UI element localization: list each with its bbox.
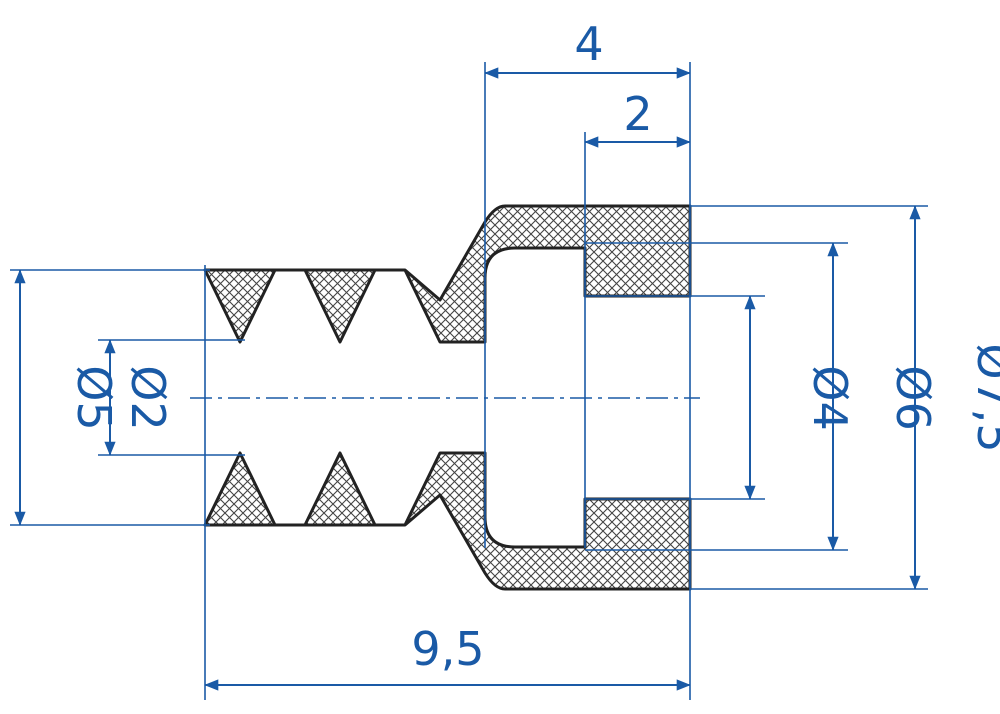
label-bore-depth: 2 xyxy=(623,87,652,141)
label-dia4: Ø4 xyxy=(803,365,857,430)
label-cup-length: 4 xyxy=(574,17,603,71)
part-body-top xyxy=(203,204,692,344)
part-body-bottom xyxy=(203,451,692,591)
label-dia2: Ø2 xyxy=(121,365,175,430)
label-dia6: Ø6 xyxy=(886,365,940,430)
label-dia75: Ø7,5 xyxy=(967,343,1000,452)
label-overall-length: 9,5 xyxy=(411,622,484,676)
label-dia5: Ø5 xyxy=(67,365,121,430)
